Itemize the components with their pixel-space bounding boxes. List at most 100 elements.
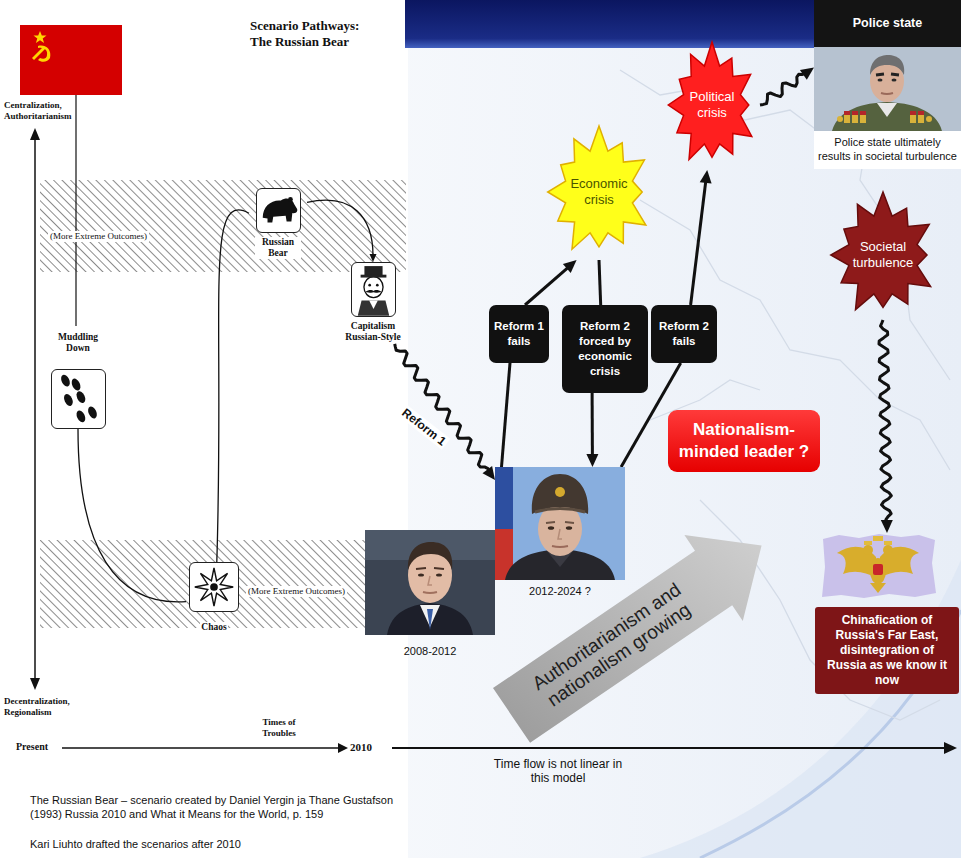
text-label: (More Extreme Outcomes): [48, 231, 149, 242]
art-path: [558, 529, 562, 539]
leader-text: Nationalism-minded leader ?: [674, 419, 814, 463]
scenario-name: Chaos: [200, 622, 227, 633]
art-path: [416, 568, 444, 569]
trend-arrow: Authoritarianism and nationalism growing: [491, 533, 764, 745]
portrait-photo: [495, 467, 625, 580]
art-path: [870, 55, 904, 75]
icon-box: [189, 562, 239, 612]
art-path: [357, 300, 389, 315]
bear-icon: [257, 189, 300, 232]
scenario-box: Chaos: [186, 562, 242, 634]
art-g: [844, 111, 924, 115]
crisis-star: Economic crisis: [543, 124, 655, 260]
art-line: [75, 95, 76, 326]
crisis-text: Economic crisis: [565, 176, 633, 207]
capitalist-icon: [352, 263, 395, 316]
art-line: [34, 136, 36, 682]
art-circle: [375, 284, 378, 287]
connector: [879, 320, 893, 533]
art-line: [62, 747, 340, 749]
connector: [525, 260, 577, 305]
connector: [217, 210, 249, 562]
footprints-icon: [52, 370, 105, 428]
art-rect: [40, 540, 406, 628]
art-rect: [844, 115, 850, 123]
panel-caption: Police state ultimately results in socie…: [814, 131, 961, 169]
text-label: Kari Liuhto drafted the scenarios after …: [30, 838, 241, 851]
art-path: [881, 93, 893, 94]
text-label: Decentralization, Regionalism: [4, 696, 84, 718]
art-circle: [555, 487, 565, 497]
art-g: [32, 31, 50, 62]
portrait-photo: [365, 530, 495, 635]
art-ellipse: [74, 409, 86, 424]
art-g: [837, 115, 932, 123]
art-rect: [860, 115, 866, 123]
art-ellipse: [418, 573, 424, 576]
connector-line: [78, 429, 186, 602]
scenario-name: Capitalism Russian-Style: [342, 321, 404, 343]
term-caption: 2008-2012: [365, 645, 495, 658]
art-path: [877, 103, 897, 117]
text-label: (More Extreme Outcomes): [246, 586, 347, 597]
art-rect: [360, 275, 386, 278]
art-circle: [368, 284, 371, 287]
art-path: [546, 522, 574, 523]
step-box: Reform 1 fails: [489, 305, 549, 363]
art-ellipse: [363, 277, 382, 298]
art-rect: [852, 111, 858, 115]
art-circle: [210, 583, 218, 591]
connector: [691, 170, 712, 305]
connector: [599, 260, 601, 305]
art-polygon: [30, 128, 40, 140]
arrow-shape: [493, 535, 762, 743]
figure-title: Scenario Pathways: The Russian Bear: [250, 18, 382, 51]
leader-box: Nationalism-minded leader ?: [668, 410, 820, 472]
art-rect: [873, 564, 883, 575]
art-rect: [852, 115, 858, 123]
art-ellipse: [878, 79, 883, 82]
portrait: 2008-2012: [365, 530, 495, 658]
term-caption: 2012-2024 ?: [495, 585, 625, 598]
text-label: Time flow is not linear in this model: [488, 757, 628, 786]
art-ellipse: [86, 405, 98, 420]
crisis-star: Political crisis: [664, 40, 760, 170]
step-box: Reform 2 forced by economic crisis: [562, 305, 648, 393]
art-rect: [40, 180, 406, 272]
art-path: [427, 609, 433, 630]
art-path: [38, 46, 50, 62]
icon-box: [256, 188, 301, 233]
art-rect: [495, 467, 625, 580]
icon-box: [351, 262, 396, 317]
panel-heading: Police state: [814, 0, 961, 47]
scenario-box: Capitalism Russian-Style: [342, 262, 404, 344]
art-rect: [860, 111, 866, 115]
police-state-panel: Police statePolice state ultimately resu…: [814, 0, 961, 169]
connector-line: [395, 344, 489, 472]
art-path: [369, 300, 378, 309]
art-rect: [0, 0, 408, 858]
scenario-name: Muddling Down: [52, 332, 104, 354]
art-polygon: [34, 31, 47, 43]
connector-line: [691, 180, 706, 305]
scenario-box: Russian Bear: [249, 188, 307, 260]
connector: [760, 67, 814, 105]
art-ellipse: [548, 526, 554, 530]
text-label: Present: [16, 741, 48, 753]
connector: [78, 429, 186, 602]
step-text: Reform 1 fails: [493, 319, 545, 349]
label-row: Russian Bear: [249, 237, 307, 260]
art-line: [392, 747, 946, 749]
connector-line: [217, 210, 249, 562]
art-polygon: [338, 743, 348, 753]
art-rect: [918, 115, 924, 123]
crisis-text: Political crisis: [682, 89, 742, 120]
art-ellipse: [62, 393, 74, 408]
portrait: 2012-2024 ?: [495, 467, 625, 598]
art-path: [876, 74, 899, 75]
art-rect: [910, 115, 916, 123]
art-circle: [883, 545, 893, 555]
art-circle: [926, 116, 932, 122]
connector-line: [760, 73, 806, 105]
